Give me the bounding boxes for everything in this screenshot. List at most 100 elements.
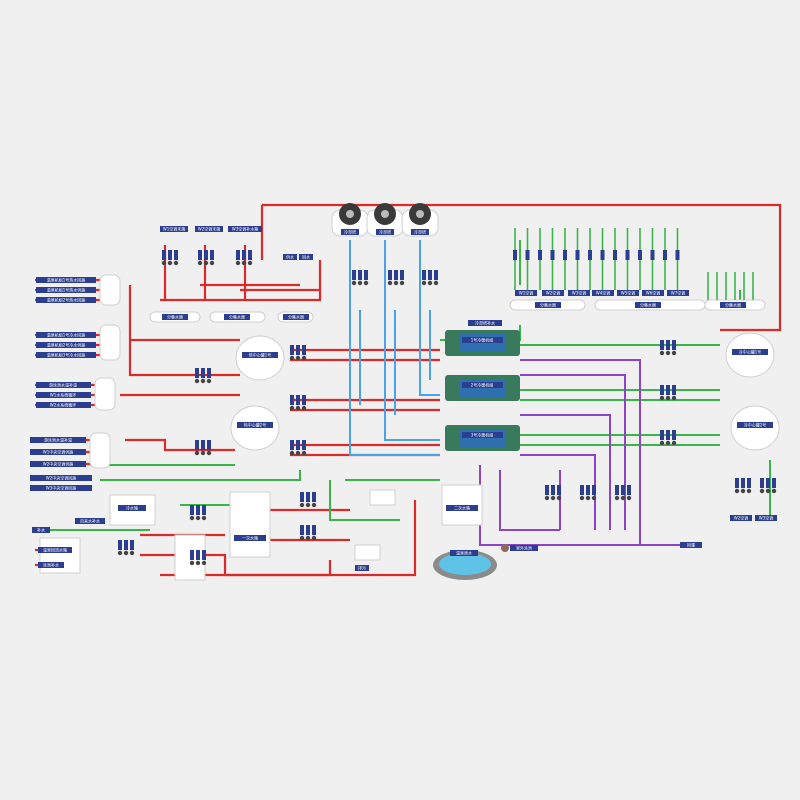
pool-label: 温泉原水 — [456, 550, 472, 556]
manifold-d[interactable]: 分集水器 — [509, 299, 586, 311]
top-right-tags: W1空调 W2空调 W3空调 W4空调 W5空调 W6空调 W7空调 — [515, 290, 689, 296]
secondary-water-tank-label: 二次水箱 — [454, 505, 470, 511]
hot-center-tank-2[interactable]: 热中心罐2号 — [230, 405, 280, 451]
pump-icon — [235, 250, 241, 266]
pump-icon — [167, 250, 173, 266]
small-water-tank[interactable]: 冷水箱 — [109, 494, 156, 526]
left-label-group-2: 温泉机组1号冷水回路 温泉机组2号冷水供路 温泉机组3号冷水回路 — [36, 332, 96, 358]
pump-icon — [765, 478, 771, 494]
left-label-group-4: 游泳池水温补温 W1中央空调供路 W2中央空调供路 — [30, 437, 86, 467]
pool-outlet[interactable]: 室外泳池 — [501, 544, 538, 552]
pump-icon — [241, 250, 247, 266]
pump-icon — [665, 385, 671, 401]
pump-icon — [195, 550, 201, 566]
manifold-c[interactable]: 分集水器 — [277, 311, 314, 323]
cold-center-tank-1[interactable]: 冷中心罐1号 — [725, 332, 775, 378]
pump-icon — [301, 345, 307, 361]
primary-water-tank-label: 一次水箱 — [242, 535, 258, 541]
pump-icon — [671, 430, 677, 446]
heat-pump-unit-2[interactable]: 2号冷暖机组 — [445, 375, 520, 401]
pump-icon — [289, 395, 295, 411]
tag-label: W2空调 — [546, 290, 561, 296]
left-label: W3中央空调回路 — [46, 485, 77, 491]
manifold-d-label: 分集水器 — [540, 302, 556, 308]
tag-label: W3空调 — [572, 290, 587, 296]
pump-icon — [301, 395, 307, 411]
tag-label: W2空调末端 — [198, 226, 221, 232]
pool-outlet-label: 室外泳池 — [516, 545, 532, 551]
valve-tags: 供水 回水 排污 — [283, 254, 369, 571]
tag-label: 回水 — [302, 254, 310, 260]
pump-icon — [295, 395, 301, 411]
pump-icon — [626, 485, 632, 501]
secondary-water-tank[interactable]: 二次水箱 — [441, 484, 483, 526]
pump-icon — [351, 270, 357, 286]
primary-water-tank[interactable]: 一次水箱 — [229, 491, 271, 558]
purple-pipes — [479, 359, 700, 546]
cold-water-pipes — [349, 240, 440, 456]
hot-center-tank-1[interactable]: 热中心罐1号 — [235, 335, 285, 381]
valve-icon — [550, 250, 555, 260]
riser-valves — [513, 228, 754, 300]
pump-icon — [299, 525, 305, 541]
aux-tank-small-2[interactable] — [354, 544, 381, 561]
pump-icon — [585, 485, 591, 501]
pump-icon — [734, 478, 740, 494]
mid-tag-label: 冷却塔补水 — [475, 320, 495, 326]
heat-pump-unit-3[interactable]: 3号冷暖机组 — [445, 425, 520, 451]
pump-icon — [301, 440, 307, 456]
cooling-tower-3[interactable]: 冷却塔 — [401, 203, 439, 237]
pump-icon — [671, 340, 677, 356]
cooling-tower-1[interactable]: 冷却塔 — [331, 203, 369, 237]
manifold-f[interactable]: 分集水器 — [704, 299, 766, 311]
tag-label: W4空调 — [596, 290, 611, 296]
heat-pump-unit-1[interactable]: 1号冷暖机组 — [445, 330, 520, 356]
pump-icon — [194, 440, 200, 456]
pump-icon — [295, 440, 301, 456]
left-label: W2中央空调回路 — [46, 475, 77, 481]
manifold-e[interactable]: 分集水器 — [594, 299, 706, 311]
aux-tank-small-1[interactable] — [369, 489, 396, 506]
left-label: 温泉机组1号热水回路 — [47, 277, 86, 283]
pump-icon — [189, 505, 195, 521]
left-label: 温泉机组2号冷水供路 — [47, 342, 86, 348]
pump-icon — [759, 478, 765, 494]
manifold-a[interactable]: 分集水器 — [149, 311, 201, 323]
pump-icon — [393, 270, 399, 286]
cold-center-tank-1-label: 冷中心罐1号 — [739, 349, 762, 355]
recharge-label: 回灌 — [687, 542, 695, 548]
pump-icon — [289, 440, 295, 456]
cooling-tower-1-label: 冷却塔 — [344, 229, 356, 235]
left-label-group-3: 游泳池水温补温 W1水系统循环 W2水系统循环 — [36, 382, 91, 408]
cooling-tower-2[interactable]: 冷却塔 — [366, 203, 404, 237]
pump-icon — [305, 525, 311, 541]
pump-icon — [363, 270, 369, 286]
pump-icon — [173, 250, 179, 266]
pump-icon — [209, 250, 215, 266]
pump-icon — [117, 540, 123, 556]
manifold-a-label: 分集水器 — [167, 314, 183, 320]
cold-center-tank-2[interactable]: 冷中心罐2号 — [730, 405, 780, 451]
pump-icon — [200, 440, 206, 456]
hot-spring-pool[interactable]: 温泉原水 — [433, 550, 497, 581]
pump-icon — [433, 270, 439, 286]
pump-icon — [189, 550, 195, 566]
cooling-tower-3-label: 冷却塔 — [414, 229, 426, 235]
valve-icon — [563, 250, 567, 260]
pump-icon — [544, 485, 550, 501]
left-label: 游泳池水温补温 — [44, 437, 72, 443]
cooling-tower-2-label: 冷却塔 — [379, 229, 391, 235]
pump-icon — [206, 368, 212, 384]
small-water-tank-label: 冷水箱 — [126, 505, 138, 511]
left-label: 游泳池水温补温 — [49, 382, 77, 388]
left-label-group-5: W2中央空调回路 W3中央空调回路 — [30, 475, 92, 491]
valve-icon — [663, 250, 667, 260]
pump-icon — [247, 250, 253, 266]
pump-icon — [195, 505, 201, 521]
tag-label: 泳池补水 — [43, 562, 59, 568]
left-label: W1水系统循环 — [50, 392, 77, 398]
pump-icon — [123, 540, 129, 556]
manifold-b[interactable]: 分集水器 — [209, 311, 266, 323]
pump-icon — [556, 485, 562, 501]
valve-icon — [588, 250, 592, 260]
